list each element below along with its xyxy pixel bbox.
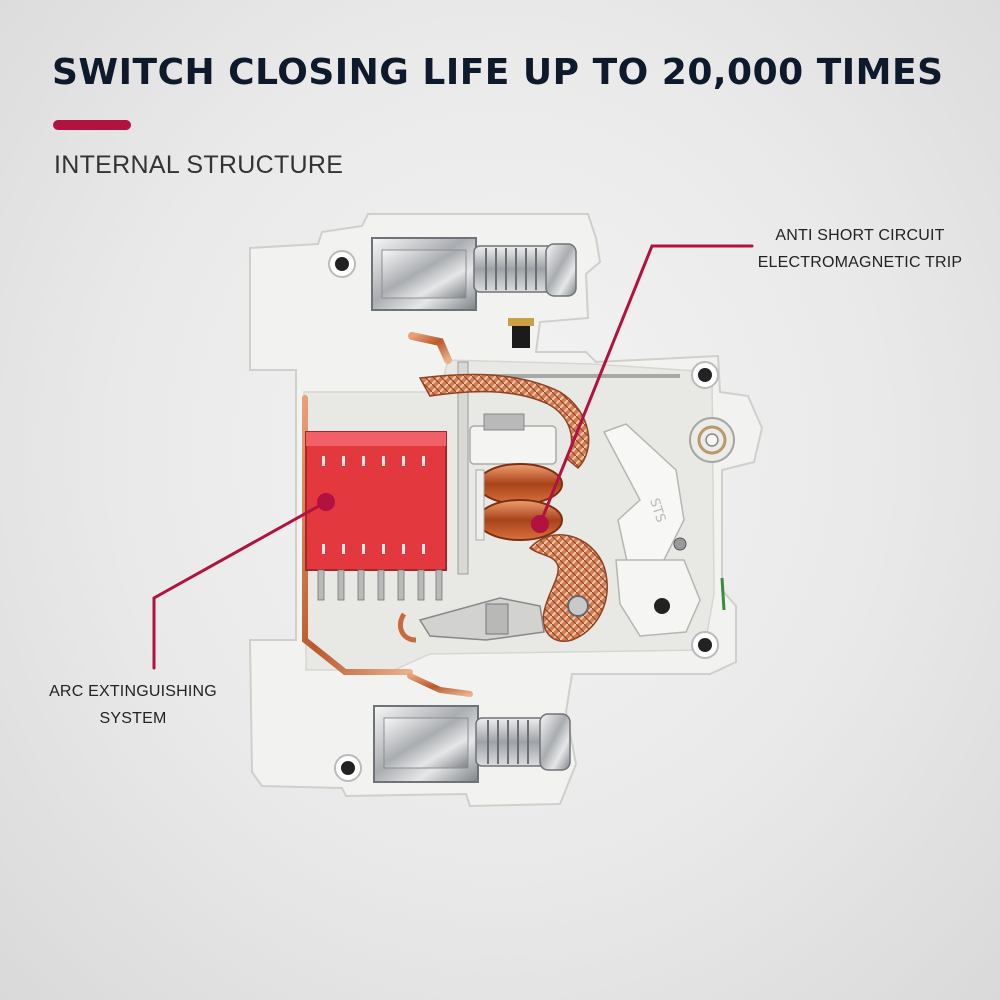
callout-arc-line1: ARC EXTINGUISHING bbox=[49, 683, 217, 700]
headline-title: SWITCH CLOSING LIFE UP TO 20,000 TIMES bbox=[52, 52, 944, 93]
device-marking: STS bbox=[646, 497, 668, 525]
trip-leader-dot bbox=[531, 515, 549, 533]
callout-leader-lines bbox=[152, 244, 754, 670]
callout-arc-extinguishing: ARC EXTINGUISHING SYSTEM bbox=[30, 678, 236, 732]
mounting-holes bbox=[328, 250, 719, 782]
indicator-wire bbox=[720, 577, 726, 611]
top-terminal bbox=[371, 237, 577, 348]
contact-mechanism bbox=[398, 597, 545, 643]
arc-leader-line bbox=[152, 500, 328, 670]
operating-lever: STS bbox=[602, 423, 701, 637]
electromagnetic-coil bbox=[469, 413, 563, 541]
callout-trip-line2: ELECTROMAGNETIC TRIP bbox=[757, 254, 963, 271]
bottom-terminal bbox=[373, 705, 571, 783]
accent-bar bbox=[53, 120, 131, 130]
trip-bracket bbox=[457, 361, 469, 575]
contact-rivet bbox=[567, 595, 589, 617]
callout-arc-line2: SYSTEM bbox=[99, 710, 167, 727]
braided-wire bbox=[418, 373, 590, 470]
callout-trip-line1: ANTI SHORT CIRCUIT bbox=[775, 227, 945, 244]
trip-leader-line bbox=[538, 244, 754, 526]
arc-leader-dot bbox=[317, 493, 335, 511]
arc-chute bbox=[305, 431, 447, 601]
braided-wire-lower bbox=[528, 533, 608, 643]
section-subheading: INTERNAL STRUCTURE bbox=[54, 151, 344, 179]
callout-electromagnetic-trip: ANTI SHORT CIRCUIT ELECTROMAGNETIC TRIP bbox=[740, 222, 980, 276]
return-spring bbox=[689, 417, 735, 463]
